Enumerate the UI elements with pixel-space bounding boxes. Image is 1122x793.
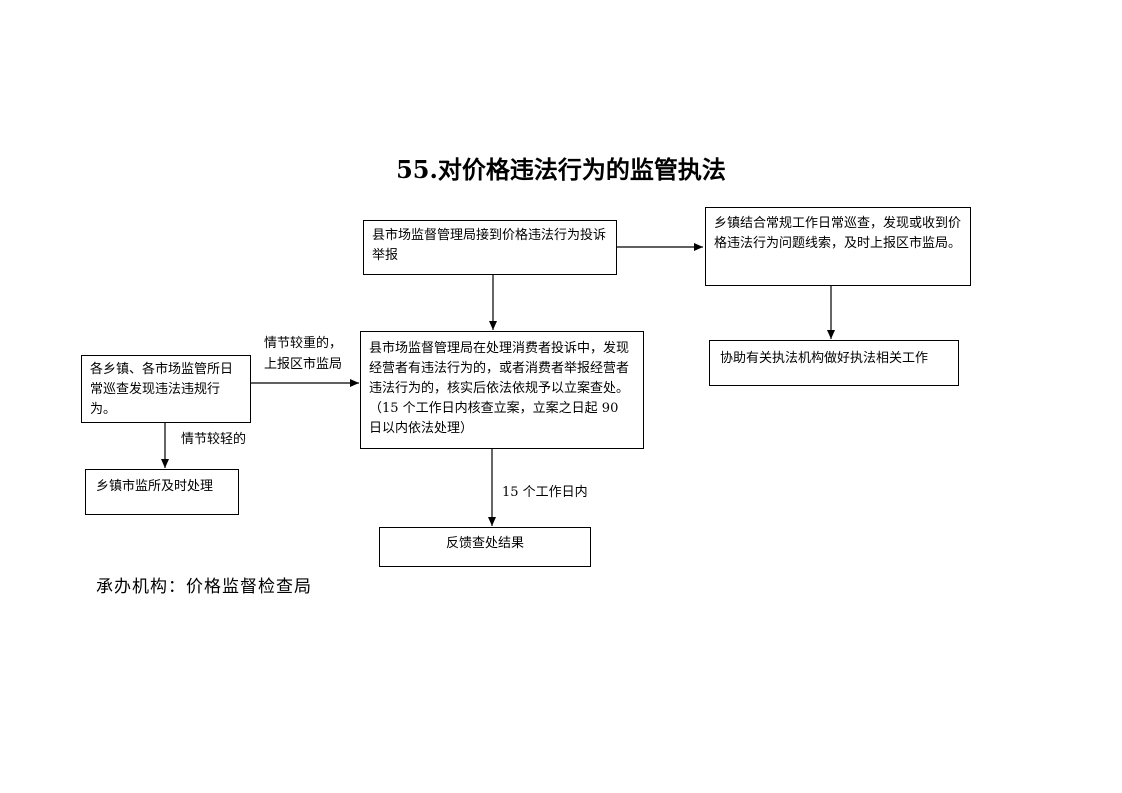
receive-complaint-text: 县市场监督管理局接到价格违法行为投诉举报 <box>372 228 607 263</box>
process-complaint-box: 县市场监督管理局在处理消费者投诉中，发现经营者有违法行为的，或者消费者举报经营者… <box>360 331 644 449</box>
within-15-days-label: 15 个工作日内 <box>502 485 588 500</box>
organizer-footer: 承办机构：价格监督检查局 <box>96 577 312 597</box>
page-title: 55.对价格违法行为的监管执法 <box>396 155 726 184</box>
assist-enforcement-box: 协助有关执法机构做好执法相关工作 <box>709 340 959 386</box>
grassroots-patrol-text: 各乡镇、各市场监管所日常巡查发现违法违规行为。 <box>90 362 234 417</box>
receive-complaint-box: 县市场监督管理局接到价格违法行为投诉举报 <box>363 220 617 275</box>
township-handle-text: 乡镇市监所及时处理 <box>96 479 214 494</box>
township-patrol-box: 乡镇结合常规工作日常巡查，发现或收到价格违法行为问题线索，及时上报区市监局。 <box>705 207 971 286</box>
serious-case-label-1: 情节较重的， <box>264 336 343 351</box>
minor-case-label: 情节较轻的 <box>181 432 247 447</box>
feedback-text: 反馈查处结果 <box>445 536 524 551</box>
township-handle-box: 乡镇市监所及时处理 <box>85 469 239 515</box>
assist-enforcement-text: 协助有关执法机构做好执法相关工作 <box>720 351 929 366</box>
feedback-box: 反馈查处结果 <box>379 527 591 567</box>
serious-case-label-2: 上报区市监局 <box>264 357 343 372</box>
process-complaint-text: 县市场监督管理局在处理消费者投诉中，发现经营者有违法行为的，或者消费者举报经营者… <box>369 341 630 436</box>
township-patrol-text: 乡镇结合常规工作日常巡查，发现或收到价格违法行为问题线索，及时上报区市监局。 <box>714 216 962 251</box>
grassroots-patrol-box: 各乡镇、各市场监管所日常巡查发现违法违规行为。 <box>81 355 251 423</box>
